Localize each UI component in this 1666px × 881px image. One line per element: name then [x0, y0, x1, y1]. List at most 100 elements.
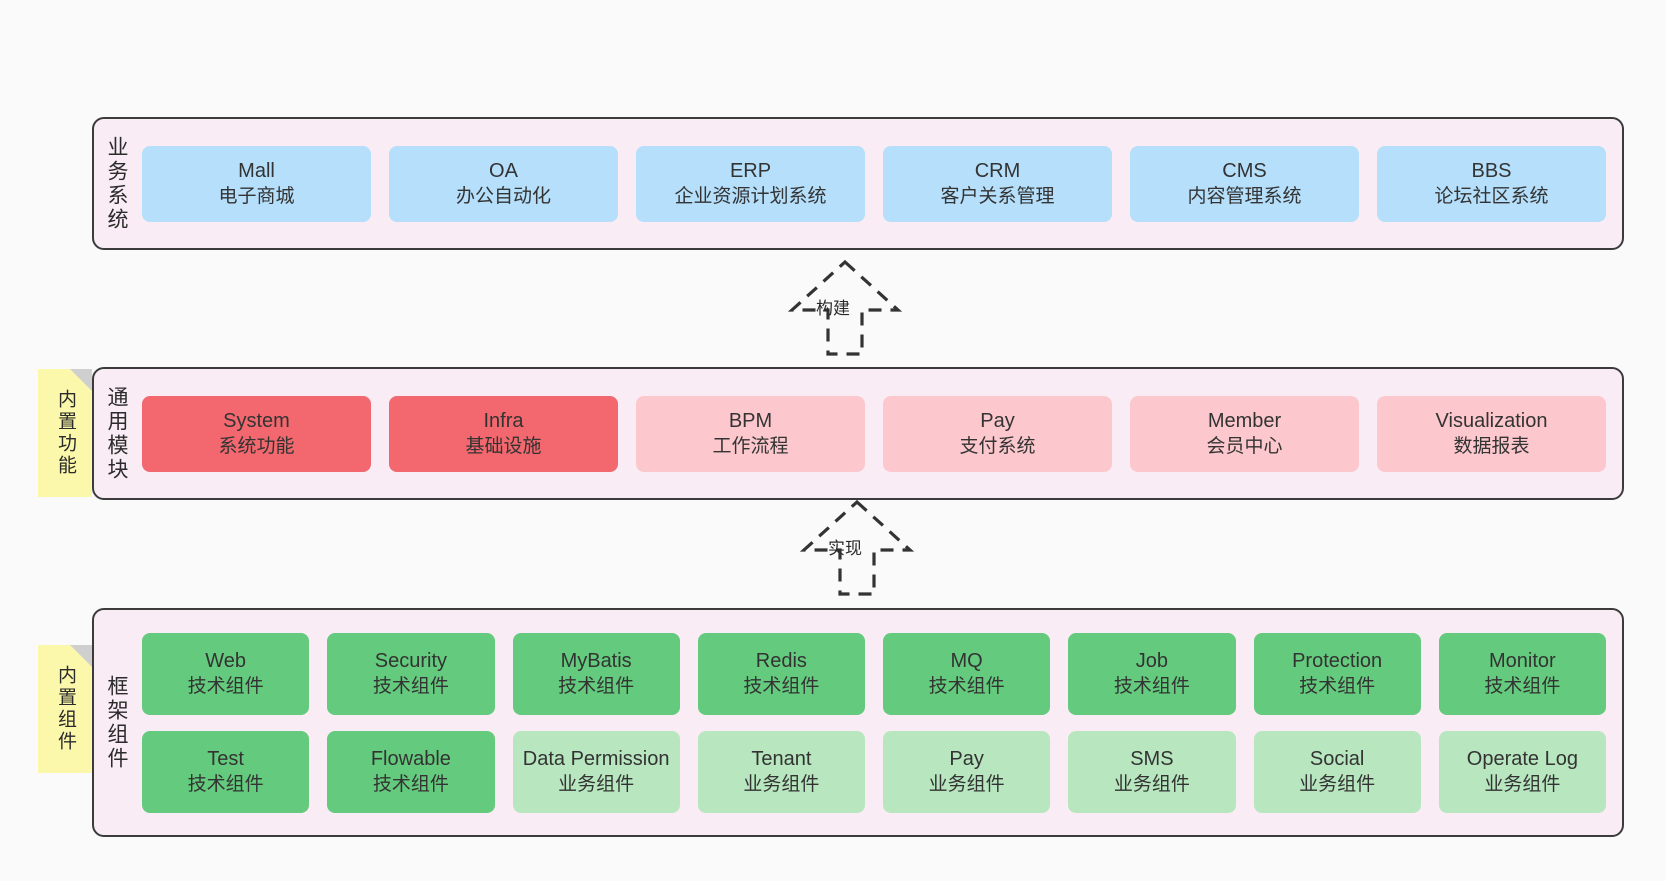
module-card-mq[interactable]: MQ 技术组件: [883, 632, 1051, 715]
module-card-subtitle: 内容管理系统: [1187, 186, 1302, 208]
module-card-subtitle: 技术组件: [1113, 676, 1190, 698]
module-card-subtitle: 客户关系管理: [940, 186, 1055, 208]
module-card-data-permission[interactable]: Data Permission 业务组件: [512, 730, 680, 813]
layer-title-framework: 框架组件: [105, 674, 129, 771]
module-card-bpm[interactable]: BPM 工作流程: [636, 395, 865, 472]
module-card-subtitle: 电子商城: [218, 186, 295, 208]
module-card-cms[interactable]: CMS 内容管理系统: [1130, 145, 1359, 222]
module-card-title: BPM: [728, 409, 773, 432]
module-card-subtitle: 系统功能: [218, 436, 295, 458]
module-card-subtitle: 会员中心: [1206, 436, 1283, 458]
module-card-subtitle: 业务组件: [1113, 774, 1190, 796]
module-card-title: Mall: [238, 159, 275, 182]
module-card-redis[interactable]: Redis 技术组件: [697, 632, 865, 715]
module-card-title: BBS: [1471, 159, 1512, 182]
dashed-hollow-arrow-up-icon: [787, 259, 903, 356]
module-card-subtitle: 基础设施: [465, 436, 542, 458]
module-card-title: Pay: [949, 747, 984, 770]
module-card-job[interactable]: Job 技术组件: [1068, 632, 1236, 715]
module-card-title: Data Permission: [522, 747, 670, 770]
module-card-subtitle: 企业资源计划系统: [674, 186, 827, 208]
module-card-title: Protection: [1292, 649, 1383, 672]
module-card-protection[interactable]: Protection 技术组件: [1253, 632, 1421, 715]
module-card-tenant[interactable]: Tenant 业务组件: [697, 730, 865, 813]
module-card-pay-business[interactable]: Pay 业务组件: [883, 730, 1051, 813]
module-card-subtitle: 业务组件: [1299, 774, 1376, 796]
module-card-title: System: [223, 409, 290, 432]
layer-row: System 系统功能 Infra 基础设施 BPM 工作流程 Pay 支付系统…: [142, 395, 1606, 472]
module-card-title: SMS: [1130, 747, 1174, 770]
module-card-subtitle: 业务组件: [558, 774, 635, 796]
module-card-subtitle: 技术组件: [558, 676, 635, 698]
layer-row: Mall 电子商城 OA 办公自动化 ERP 企业资源计划系统 CRM 客户关系…: [142, 145, 1606, 222]
module-card-title: MQ: [950, 649, 983, 672]
module-card-subtitle: 技术组件: [372, 676, 449, 698]
module-card-mall[interactable]: Mall 电子商城: [142, 145, 371, 222]
module-card-social[interactable]: Social 业务组件: [1253, 730, 1421, 813]
module-card-subtitle: 工作流程: [712, 436, 789, 458]
module-card-monitor[interactable]: Monitor 技术组件: [1438, 632, 1606, 715]
module-card-title: Visualization: [1435, 409, 1548, 432]
module-card-infra[interactable]: Infra 基础设施: [389, 395, 618, 472]
module-card-title: Infra: [483, 409, 524, 432]
module-card-erp[interactable]: ERP 企业资源计划系统: [636, 145, 865, 222]
layer-common-module: 通用模块 System 系统功能 Infra 基础设施 BPM 工作流程 Pay…: [92, 367, 1624, 500]
module-card-title: CRM: [974, 159, 1021, 182]
module-card-title: Web: [205, 649, 246, 672]
module-card-title: ERP: [729, 159, 772, 182]
module-card-title: CMS: [1222, 159, 1267, 182]
module-card-web[interactable]: Web 技术组件: [142, 632, 310, 715]
module-card-subtitle: 技术组件: [1484, 676, 1561, 698]
layer-title-common: 通用模块: [105, 385, 129, 482]
module-card-subtitle: 支付系统: [959, 436, 1036, 458]
layer-business-system: 业务系统 Mall 电子商城 OA 办公自动化 ERP 企业资源计划系统 CRM…: [92, 117, 1624, 250]
module-card-mybatis[interactable]: MyBatis 技术组件: [512, 632, 680, 715]
connector-build-label: 构建: [816, 299, 850, 318]
layer-title-business: 业务系统: [105, 135, 129, 232]
module-card-subtitle: 数据报表: [1453, 436, 1530, 458]
module-card-member[interactable]: Member 会员中心: [1130, 395, 1359, 472]
module-card-title: Pay: [980, 409, 1015, 432]
module-card-title: Job: [1135, 649, 1168, 672]
connector-implement-arrow: 实现: [762, 498, 952, 598]
module-card-subtitle: 技术组件: [187, 774, 264, 796]
module-card-title: Test: [207, 747, 244, 770]
module-card-title: MyBatis: [560, 649, 632, 672]
dashed-hollow-arrow-up-icon: [799, 499, 915, 596]
module-card-title: Redis: [755, 649, 807, 672]
sticky-note-builtin-function: 内置功能: [38, 369, 92, 497]
page-fold-icon: [70, 645, 92, 667]
module-card-subtitle: 办公自动化: [455, 186, 551, 208]
sticky-note-label: 内置功能: [54, 389, 76, 477]
module-card-subtitle: 技术组件: [928, 676, 1005, 698]
module-card-subtitle: 论坛社区系统: [1434, 186, 1549, 208]
module-card-crm[interactable]: CRM 客户关系管理: [883, 145, 1112, 222]
layer-body-common: System 系统功能 Infra 基础设施 BPM 工作流程 Pay 支付系统…: [138, 369, 1622, 498]
module-card-security[interactable]: Security 技术组件: [327, 632, 495, 715]
module-card-sms[interactable]: SMS 业务组件: [1068, 730, 1236, 813]
module-card-subtitle: 技术组件: [187, 676, 264, 698]
module-card-bbs[interactable]: BBS 论坛社区系统: [1377, 145, 1606, 222]
module-card-title: Operate Log: [1466, 747, 1578, 770]
module-card-system[interactable]: System 系统功能: [142, 395, 371, 472]
module-card-subtitle: 技术组件: [743, 676, 820, 698]
page-fold-icon: [70, 369, 92, 391]
module-card-pay[interactable]: Pay 支付系统: [883, 395, 1112, 472]
sticky-note-builtin-component: 内置组件: [38, 645, 92, 773]
layer-body-business: Mall 电子商城 OA 办公自动化 ERP 企业资源计划系统 CRM 客户关系…: [138, 119, 1622, 248]
connector-implement-label: 实现: [828, 539, 862, 558]
module-card-flowable[interactable]: Flowable 技术组件: [327, 730, 495, 813]
module-card-subtitle: 业务组件: [1484, 774, 1561, 796]
module-card-oa[interactable]: OA 办公自动化: [389, 145, 618, 222]
module-card-title: Social: [1309, 747, 1365, 770]
module-card-visualization[interactable]: Visualization 数据报表: [1377, 395, 1606, 472]
module-card-test[interactable]: Test 技术组件: [142, 730, 310, 813]
module-card-title: OA: [489, 159, 518, 182]
module-card-subtitle: 技术组件: [1299, 676, 1376, 698]
module-card-title: Monitor: [1489, 649, 1556, 672]
module-card-title: Member: [1207, 409, 1282, 432]
module-card-operate-log[interactable]: Operate Log 业务组件: [1438, 730, 1606, 813]
layer-body-framework: Web 技术组件 Security 技术组件 MyBatis 技术组件 Redi…: [138, 610, 1622, 835]
module-card-title: Security: [374, 649, 447, 672]
connector-build-arrow: 构建: [750, 258, 940, 358]
